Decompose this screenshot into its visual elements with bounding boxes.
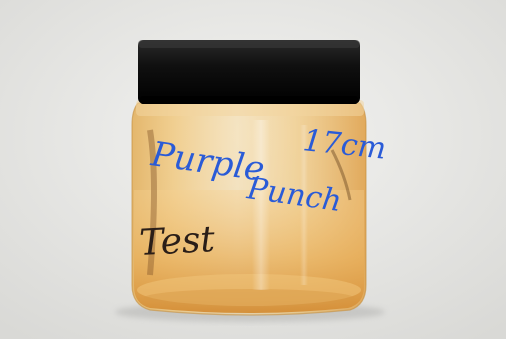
glass-jar	[131, 100, 367, 316]
glass-reflection	[252, 120, 270, 290]
label-line-3: Test	[138, 219, 216, 264]
inner-residue	[147, 129, 157, 276]
black-lid	[138, 40, 360, 104]
label-corner: 17cm	[301, 123, 388, 167]
